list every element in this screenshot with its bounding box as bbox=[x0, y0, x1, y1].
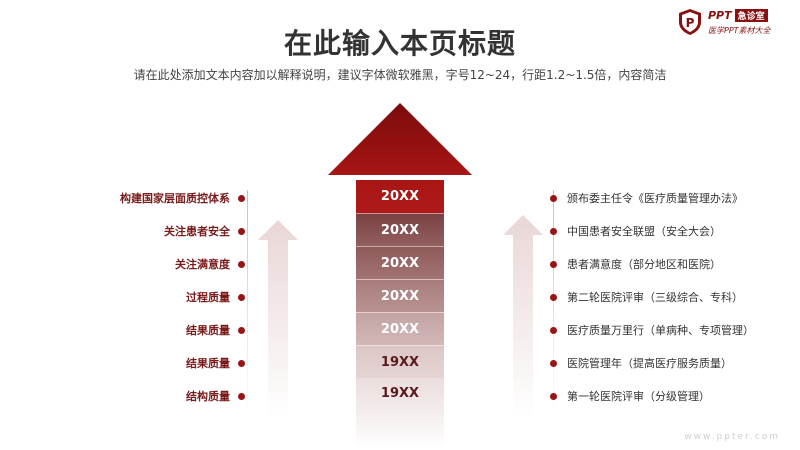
year-block: 19XX bbox=[356, 345, 444, 379]
right-item: 颁布委主任令《医疗质量管理办法》 bbox=[550, 190, 743, 206]
left-item: 结构质量 bbox=[186, 388, 245, 404]
left-connector-line bbox=[247, 190, 248, 416]
year-block: 20XX bbox=[356, 279, 444, 313]
left-item: 关注满意度 bbox=[175, 256, 245, 272]
bullet-dot bbox=[550, 392, 557, 400]
bullet-dot bbox=[550, 326, 557, 334]
right-item: 第一轮医院评审（分级管理） bbox=[550, 388, 710, 404]
shield-p-icon: P bbox=[679, 9, 701, 35]
left-item: 结果质量 bbox=[186, 322, 245, 338]
bullet-dot bbox=[550, 260, 557, 268]
left-item: 关注患者安全 bbox=[164, 223, 245, 239]
left-item: 结果质量 bbox=[186, 355, 245, 371]
right-item: 医疗质量万里行（单病种、专项管理） bbox=[550, 322, 754, 338]
bullet-dot bbox=[550, 227, 557, 235]
year-block: 19XX bbox=[356, 378, 444, 450]
bullet-dot bbox=[238, 359, 245, 367]
bullet-dot bbox=[550, 359, 557, 367]
right-item: 第二轮医院评审（三级综合、专科） bbox=[550, 289, 743, 305]
bullet-dot bbox=[238, 227, 245, 235]
page-title: 在此输入本页标题 bbox=[283, 27, 516, 60]
year-block: 20XX bbox=[356, 180, 444, 213]
logo-badge: 急诊室 bbox=[734, 9, 768, 22]
right-item: 中国患者安全联盟（安全大会） bbox=[550, 223, 721, 239]
bullet-dot bbox=[238, 392, 245, 400]
right-item: 医院管理年（提高医疗服务质量） bbox=[550, 355, 732, 371]
right-connector-line bbox=[553, 190, 554, 416]
right-background-arrow bbox=[503, 215, 543, 420]
bullet-dot bbox=[238, 194, 245, 202]
logo-tagline: 医学PPT素材大全 bbox=[708, 26, 771, 35]
bullet-dot bbox=[550, 293, 557, 301]
year-block: 20XX bbox=[356, 312, 444, 346]
bullet-dot bbox=[238, 260, 245, 268]
watermark: www.ppter.com bbox=[684, 432, 780, 442]
left-background-arrow bbox=[258, 220, 298, 420]
left-item: 构建国家层面质控体系 bbox=[120, 190, 245, 206]
bullet-dot bbox=[238, 293, 245, 301]
page-subtitle: 请在此处添加文本内容加以解释说明，建议字体微软雅黑，字号12~24，行距1.2~… bbox=[133, 68, 667, 82]
year-block: 20XX bbox=[356, 213, 444, 247]
left-item: 过程质量 bbox=[186, 289, 245, 305]
bullet-dot bbox=[550, 194, 557, 202]
year-block: 20XX bbox=[356, 246, 444, 280]
svg-text:P: P bbox=[686, 16, 695, 30]
bullet-dot bbox=[238, 326, 245, 334]
right-item: 患者满意度（部分地区和医院） bbox=[550, 256, 721, 272]
main-arrow-head bbox=[328, 103, 472, 175]
